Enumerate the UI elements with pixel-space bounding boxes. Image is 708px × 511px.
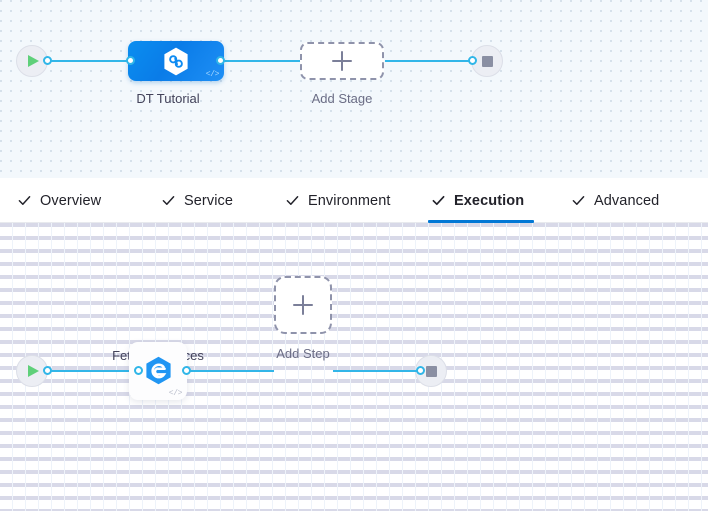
tab-service[interactable]: Service [162, 178, 233, 223]
pipeline-end-input-port[interactable] [468, 56, 477, 65]
execution-end-input-port[interactable] [416, 366, 425, 375]
tab-execution-label: Execution [454, 192, 525, 209]
connector-add-step-to-end [333, 370, 419, 372]
plus-icon [332, 51, 352, 71]
plus-icon [293, 295, 313, 315]
tab-advanced-label: Advanced [594, 192, 660, 209]
execution-step-canvas[interactable]: </> Fetch Instances Add Step [0, 223, 708, 511]
stop-icon [481, 55, 493, 67]
add-stage-button[interactable] [300, 42, 384, 80]
connector-start-to-step [46, 370, 138, 372]
step-input-port[interactable] [134, 366, 143, 375]
execution-end-node[interactable] [415, 355, 447, 387]
connector-add-stage-to-end [385, 60, 471, 62]
play-icon [28, 55, 39, 67]
connector-start-to-stage [46, 60, 130, 62]
stage-node-label: DT Tutorial [136, 91, 200, 106]
stage-canvas[interactable]: </> DT Tutorial Add Stage [0, 0, 708, 178]
tab-execution[interactable]: Execution [427, 178, 535, 223]
check-icon [286, 194, 299, 207]
harness-hexagon-icon [164, 47, 188, 75]
stage-output-port[interactable] [216, 56, 225, 65]
add-stage-label: Add Stage [311, 91, 373, 106]
stage-config-tab-bar[interactable]: Overview Service Environment Execution A… [0, 178, 708, 223]
check-icon [18, 194, 31, 207]
add-step-label: Add Step [276, 346, 330, 361]
tab-environment[interactable]: Environment [286, 178, 391, 223]
tab-overview-label: Overview [40, 192, 102, 209]
tab-environment-label: Environment [308, 192, 391, 209]
execution-start-output-port[interactable] [43, 366, 52, 375]
connector-stage-to-add-stage [220, 60, 302, 62]
code-icon: </> [168, 389, 183, 398]
check-icon [432, 194, 445, 207]
stage-input-port[interactable] [126, 56, 135, 65]
connector-step-to-add-step [186, 370, 274, 372]
stage-node-dt-tutorial[interactable]: </> [128, 41, 224, 81]
tab-service-label: Service [184, 192, 234, 209]
tab-advanced[interactable]: Advanced [572, 178, 659, 223]
check-icon [572, 194, 585, 207]
play-icon [28, 365, 39, 377]
fetch-instances-hexagon-icon [145, 356, 171, 385]
pipeline-start-node[interactable] [16, 45, 48, 77]
pipeline-start-output-port[interactable] [43, 56, 52, 65]
code-icon: </> [205, 70, 220, 79]
step-output-port[interactable] [182, 366, 191, 375]
check-icon [162, 194, 175, 207]
stop-icon [425, 365, 437, 377]
add-step-button[interactable] [274, 276, 332, 334]
tab-overview[interactable]: Overview [18, 178, 101, 223]
